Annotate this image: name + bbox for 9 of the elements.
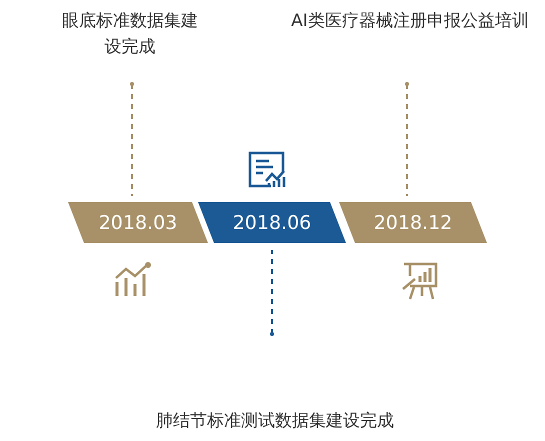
date-banner: 2018.06 <box>198 202 346 243</box>
date-banner: 2018.12 <box>339 202 487 243</box>
leader-line <box>270 250 274 336</box>
leader-line <box>130 82 134 196</box>
milestone-text: 肺结节标准测试数据集建设完成 <box>120 334 430 434</box>
milestone-text: AI类医疗器械注册申报公益培训 <box>290 8 530 84</box>
leader-line <box>405 82 409 196</box>
date-banner: 2018.03 <box>68 202 208 243</box>
milestone-text: 眼底标准数据集建设完成 <box>55 8 205 84</box>
